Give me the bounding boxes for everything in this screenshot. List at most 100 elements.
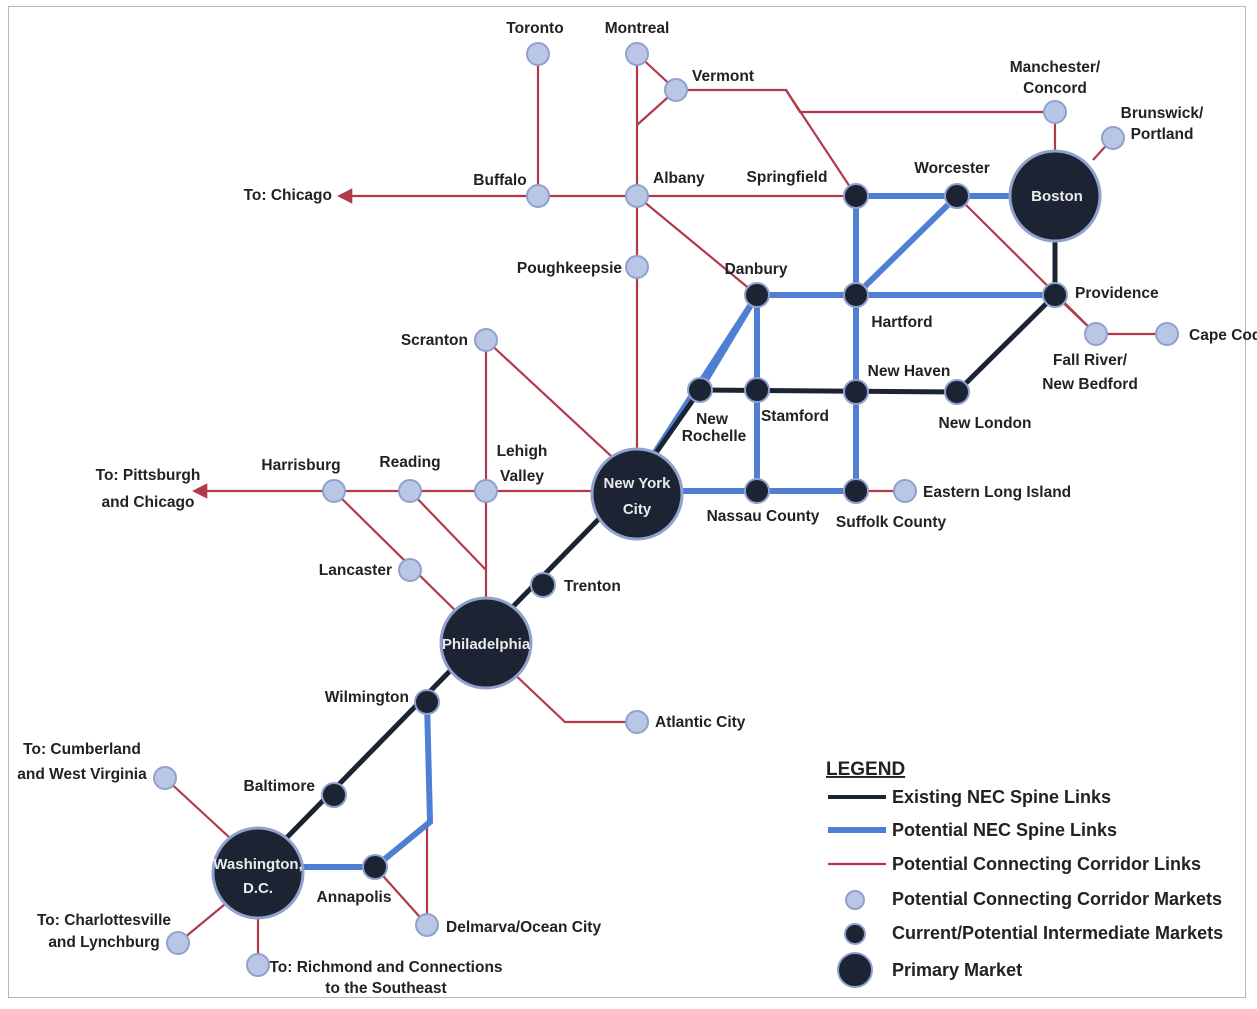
node-easternli <box>893 479 917 503</box>
label-lehigh-2: Valley <box>500 468 544 485</box>
legend-intermediate-label: Current/Potential Intermediate Markets <box>892 923 1223 943</box>
node-danbury <box>744 282 770 308</box>
label-to-pittsburgh-2: and Chicago <box>101 494 194 511</box>
spine-newlondon-newrochelle <box>697 387 960 395</box>
label-to-richmond-1: To: Richmond and Connections <box>269 959 502 976</box>
legend-title: LEGEND <box>826 759 905 780</box>
label-newrochelle-1: New <box>696 411 729 428</box>
label-manchester-2: Concord <box>1023 80 1087 97</box>
node-buffalo <box>526 184 550 208</box>
node-suffolk <box>843 478 869 504</box>
node-baltimore <box>321 782 347 808</box>
label-nassau: Nassau County <box>707 508 820 525</box>
label-to-chicago: To: Chicago <box>244 187 332 204</box>
label-to-cumberland-2: and West Virginia <box>17 766 147 783</box>
node-capecod <box>1155 322 1179 346</box>
label-annapolis: Annapolis <box>317 889 392 906</box>
label-trenton: Trenton <box>564 578 621 595</box>
link-reading-philly <box>409 490 487 571</box>
node-delmarva <box>415 913 439 937</box>
label-newlondon: New London <box>939 415 1032 432</box>
label-brunswick-2: Portland <box>1131 126 1194 143</box>
label-brunswick-1: Brunswick/ <box>1121 105 1204 122</box>
node-scranton <box>474 328 498 352</box>
legend-corridor-label: Potential Connecting Corridor Links <box>892 854 1201 874</box>
spine-providence-newlondon <box>954 292 1058 395</box>
label-to-pittsburgh-1: To: Pittsburgh <box>96 467 201 484</box>
label-reading: Reading <box>379 454 440 471</box>
legend-primary-label: Primary Market <box>892 960 1022 980</box>
corridor-market-nodes <box>153 42 1179 977</box>
legend-corridor-market-label: Potential Connecting Corridor Markets <box>892 889 1222 909</box>
node-providence <box>1042 282 1068 308</box>
node-nassau <box>744 478 770 504</box>
node-montreal <box>625 42 649 66</box>
legend-swatch-intermediate <box>844 923 866 945</box>
label-harrisburg: Harrisburg <box>261 457 340 474</box>
label-vermont: Vermont <box>692 68 754 85</box>
label-to-charlottesville-1: To: Charlottesville <box>37 912 171 929</box>
node-charlottesville <box>166 931 190 955</box>
label-providence: Providence <box>1075 285 1159 302</box>
node-cumberland <box>153 766 177 790</box>
node-lehigh <box>474 479 498 503</box>
spine-newrochelle-danbury <box>697 292 760 393</box>
node-lancaster <box>398 558 422 582</box>
node-annapolis <box>362 854 388 880</box>
label-easternli: Eastern Long Island <box>923 484 1071 501</box>
node-trenton <box>530 572 556 598</box>
legend-potential-label: Potential NEC Spine Links <box>892 820 1117 840</box>
node-atlanticcity <box>625 710 649 734</box>
spine-nyc-dc <box>255 477 640 870</box>
label-nyc-2: City <box>623 501 652 518</box>
label-toronto: Toronto <box>506 20 563 37</box>
node-boston <box>1008 149 1102 243</box>
label-lehigh-1: Lehigh <box>497 443 548 460</box>
label-manchester-1: Manchester/ <box>1010 59 1101 76</box>
node-newrochelle <box>687 377 713 403</box>
node-vermont <box>664 78 688 102</box>
link-albany-danbury <box>636 195 758 296</box>
label-hartford: Hartford <box>871 314 932 331</box>
node-albany <box>625 184 649 208</box>
node-stamford <box>744 377 770 403</box>
link-harrisburg-philly <box>333 490 471 626</box>
label-newrochelle-2: Rochelle <box>682 428 747 445</box>
label-nyc-1: New York <box>604 475 672 492</box>
node-harrisburg <box>322 479 346 503</box>
link-philly-atlanticcity <box>509 669 637 724</box>
label-baltimore: Baltimore <box>244 778 316 795</box>
label-fallriver-2: New Bedford <box>1042 376 1138 393</box>
node-newhaven <box>843 379 869 405</box>
link-dc-cumberland <box>164 777 231 839</box>
label-philadelphia: Philadelphia <box>442 636 531 653</box>
label-scranton: Scranton <box>401 332 468 349</box>
label-fallriver-1: Fall River/ <box>1053 352 1128 369</box>
link-vermont-manchester <box>785 89 1057 150</box>
label-lancaster: Lancaster <box>319 562 392 579</box>
legend-existing-label: Existing NEC Spine Links <box>892 787 1111 807</box>
node-springfield <box>843 183 869 209</box>
label-danbury: Danbury <box>725 261 788 278</box>
label-springfield: Springfield <box>747 169 828 186</box>
label-capecod: Cape Cod <box>1189 327 1257 344</box>
legend-swatch-corridor-market <box>845 890 865 910</box>
label-atlanticcity: Atlantic City <box>655 714 746 731</box>
node-newlondon <box>944 379 970 405</box>
primary-market-nodes <box>211 149 1102 920</box>
node-manchester <box>1043 100 1067 124</box>
label-albany: Albany <box>653 170 705 187</box>
label-suffolk: Suffolk County <box>836 514 947 531</box>
intermediate-market-nodes <box>321 183 1068 880</box>
corridor-links <box>164 53 1167 965</box>
legend-swatch-primary <box>837 952 873 988</box>
spine-worcester-hartford <box>853 193 960 298</box>
label-stamford: Stamford <box>761 408 829 425</box>
label-boston: Boston <box>1031 188 1083 205</box>
label-buffalo: Buffalo <box>473 172 526 189</box>
node-nyc <box>590 447 684 541</box>
label-to-charlottesville-2: and Lynchburg <box>48 934 159 951</box>
node-poughkeepsie <box>625 255 649 279</box>
label-to-richmond-2: to the Southeast <box>325 980 446 997</box>
